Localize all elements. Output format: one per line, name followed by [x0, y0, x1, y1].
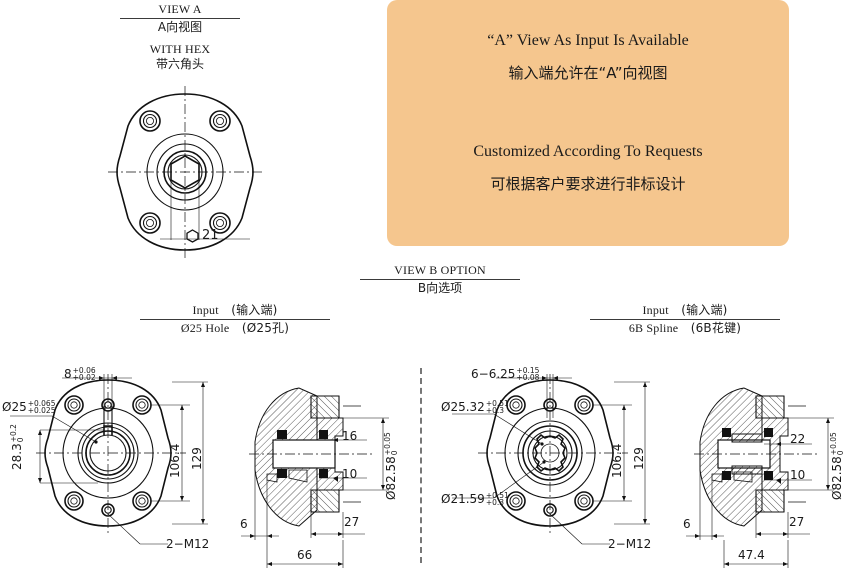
view-a-subtitle-block: WITH HEX 带六角头	[120, 42, 240, 72]
left-dim-keywidth: 8 +0.06 +0.02	[64, 365, 96, 383]
left-section-dim-pilot-value: Ø82.58	[384, 456, 398, 500]
left-front-view-drawing	[0, 358, 215, 583]
view-b-title-block: VIEW B OPTION B向选项	[360, 263, 520, 296]
left-option-rule	[140, 319, 330, 320]
right-dim-minor-value: Ø21.59	[441, 492, 485, 506]
view-a-title-rule	[120, 18, 240, 19]
left-dim-bore: Ø25 +0.065 +0.025	[2, 398, 55, 416]
left-dim-keydepth-tol-low: 0	[16, 437, 26, 443]
right-dim-major: Ø25.32 +0.51 +0.3	[441, 398, 509, 416]
right-dim-minor: Ø21.59 +0.51 +0.3	[441, 490, 509, 508]
left-option-sub: Ø25 Hole (Ø25孔)	[140, 321, 330, 336]
right-dim-major-tol-low: +0.3	[485, 406, 505, 416]
right-option-rule	[590, 319, 780, 320]
view-a-hex-value: 21	[202, 228, 219, 243]
right-dim-minor-tol-low: +0.3	[485, 498, 505, 508]
left-dim-bore-tol-low: +0.025	[27, 406, 56, 416]
view-a-drawing	[100, 84, 270, 259]
callout-line1-cn: 输入端允许在“A”向视图	[508, 64, 668, 82]
right-dim-minor-tol-up: +0.51	[485, 490, 509, 500]
vertical-divider	[420, 368, 422, 563]
callout-line2-en: Customized According To Requests	[473, 143, 703, 160]
right-dim-spline-tol-up: +0.15	[516, 365, 540, 375]
view-b-title-cn: B向选项	[417, 281, 463, 295]
right-section-dim-10: 10	[790, 468, 806, 482]
view-a-title-en: VIEW A	[158, 2, 202, 16]
left-dim-keywidth-tol-up: +0.06	[72, 365, 96, 375]
view-a-title-block: VIEW A A向视图	[120, 2, 240, 35]
left-dim-bore-tol-up: +0.065	[27, 398, 56, 408]
view-b-title-en: VIEW B OPTION	[394, 263, 486, 277]
right-section-dim-27: 27	[789, 515, 805, 529]
left-option-sub-cn: (Ø25孔)	[241, 321, 290, 335]
left-dim-bolt-circle: 106.4	[168, 443, 182, 478]
right-section-dim-pilot-tol-low: 0	[836, 450, 846, 456]
right-option-header-cn: (输入端)	[681, 303, 728, 317]
left-option-title-block: Input (输入端) Ø25 Hole (Ø25孔)	[140, 303, 330, 336]
right-dim-thread-note: 2−M12	[608, 537, 652, 551]
left-option-sub-en: Ø25 Hole	[180, 321, 230, 335]
right-dim-spline-value: 6−6.25	[471, 367, 516, 381]
view-a-hex-note: 21	[186, 228, 219, 243]
right-option-header-en: Input	[642, 303, 669, 317]
left-dim-flange-height: 129	[190, 447, 204, 470]
view-a-title-cn: A向视图	[157, 20, 203, 34]
right-section-dim-6: 6	[683, 517, 691, 531]
left-dim-keydepth: 28.3 +0.2 0	[8, 424, 26, 470]
left-dim-thread-note: 2−M12	[166, 537, 210, 551]
right-option-sub-cn: (6B花键)	[690, 321, 742, 335]
callout-panel: “A” View As Input Is Available 输入端允许在“A”…	[387, 0, 789, 246]
right-option-header: Input (输入端)	[590, 303, 780, 318]
left-section-dim-10: 10	[342, 467, 358, 481]
right-option-sub: 6B Spline (6B花键)	[590, 321, 780, 336]
right-dim-major-tol-up: +0.51	[485, 398, 509, 408]
right-dim-spline-tol-low: +0.08	[516, 373, 540, 383]
left-dim-keywidth-tol-low: +0.02	[72, 373, 96, 383]
right-dim-bolt-circle: 106.4	[610, 443, 624, 478]
right-dim-flange-height: 129	[632, 447, 646, 470]
right-dim-major-value: Ø25.32	[441, 400, 485, 414]
left-section-dim-pilot: Ø82.58 +0.05 0	[382, 432, 400, 500]
right-section-dim-pilot-value: Ø82.58	[830, 456, 844, 500]
callout-line2-cn: 可根据客户要求进行非标设计	[490, 175, 686, 193]
left-section-dim-16: 16	[342, 429, 358, 443]
left-dim-bore-value: Ø25	[2, 400, 27, 414]
left-section-dim-6: 6	[240, 517, 248, 531]
callout-line1-en: “A” View As Input Is Available	[487, 32, 689, 49]
left-section-dim-total: 66	[297, 548, 313, 562]
right-section-dim-total: 47.4	[738, 548, 765, 562]
left-dim-keydepth-value: 28.3	[10, 443, 24, 470]
left-section-dim-27: 27	[344, 515, 360, 529]
view-b-title-rule	[360, 279, 520, 280]
left-option-header-cn: (输入端)	[231, 303, 278, 317]
left-option-header-en: Input	[192, 303, 219, 317]
right-option-title-block: Input (输入端) 6B Spline (6B花键)	[590, 303, 780, 336]
view-a-sub-cn: 带六角头	[155, 57, 204, 71]
right-section-dim-pilot: Ø82.58 +0.05 0	[828, 432, 846, 500]
right-front-view-drawing	[432, 358, 657, 583]
right-dim-spline: 6−6.25 +0.15 +0.08	[471, 365, 539, 383]
hexagon-icon	[186, 228, 199, 243]
view-a-sub-en: WITH HEX	[149, 42, 211, 56]
left-dim-keywidth-value: 8	[64, 367, 72, 381]
left-section-dim-pilot-tol-low: 0	[390, 450, 400, 456]
right-section-view-drawing	[660, 358, 865, 583]
left-section-view-drawing	[215, 358, 400, 583]
right-option-sub-en: 6B Spline	[628, 321, 679, 335]
right-section-dim-22: 22	[790, 432, 806, 446]
left-option-header: Input (输入端)	[140, 303, 330, 318]
